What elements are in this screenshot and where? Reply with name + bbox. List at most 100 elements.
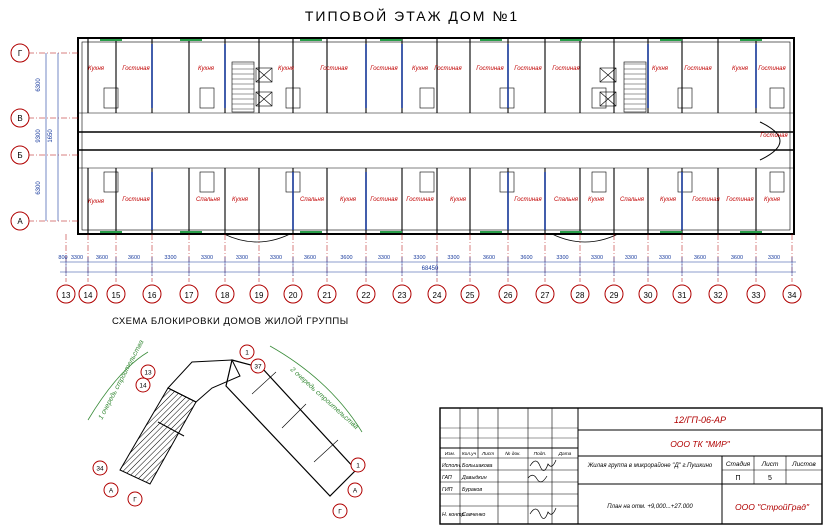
blocking-scheme: 1 очередь строительства 2 очередь строит…: [87, 339, 363, 497]
scheme-marker: [332, 503, 348, 519]
building-walls: [77, 37, 795, 243]
stamp-stage-head: Стадия: [726, 460, 751, 468]
room-label: Гостиная: [370, 197, 398, 203]
room-label: Спальня: [196, 197, 221, 203]
axis-label-col: 13: [62, 291, 71, 300]
bottom-dim-label: 3600: [128, 255, 140, 261]
stamp-header: Лист: [481, 451, 494, 457]
scheme-marker: [127, 491, 143, 507]
room-label: Гостиная: [320, 66, 348, 72]
axis-bubble-col: [356, 284, 376, 304]
bottom-dim-label: 3300: [201, 255, 213, 261]
bathroom-box: [677, 87, 693, 109]
stamp-org-top: ООО ТК "МИР": [670, 439, 731, 449]
scheme-marker: [350, 457, 366, 473]
axis-bubble-col: [392, 284, 412, 304]
room-label: Гостиная: [726, 197, 754, 203]
scheme-marker-label: Г: [338, 509, 342, 516]
axis-label-col: 22: [362, 291, 371, 300]
room-label: Гостиная: [370, 66, 398, 72]
room-label: Гостиная: [514, 66, 542, 72]
right-wing: [225, 359, 357, 497]
axis-bubble-col: [672, 284, 692, 304]
scheme-marker-label: А: [109, 488, 114, 495]
room-label: Спальня: [300, 197, 325, 203]
scheme-marker: [92, 460, 108, 476]
room-label: Гостиная: [406, 197, 434, 203]
bathroom-box: [769, 171, 785, 193]
stamp-sheet-head: Лист: [761, 461, 779, 468]
bathroom-box: [103, 87, 119, 109]
scheme-marker-label: Г: [133, 497, 137, 504]
axis-bubble-col: [746, 284, 766, 304]
bathroom-box: [677, 171, 693, 193]
bathroom-box: [419, 171, 435, 193]
stamp-header: Изм.: [445, 451, 455, 457]
scheme-marker-label: 37: [254, 364, 262, 371]
room-label: Гостиная: [122, 197, 150, 203]
scheme-marker-label: А: [353, 488, 358, 495]
signatures: [527, 459, 557, 519]
scheme-marker-label: 1: [356, 463, 360, 470]
room-label: Кухня: [732, 66, 749, 72]
axis-label-row: Б: [17, 151, 22, 160]
stamp-sheets-head: Листов: [791, 461, 816, 468]
axis-bubble-col: [78, 284, 98, 304]
scheme-marker: [103, 482, 119, 498]
room-label: Кухня: [232, 197, 249, 203]
stamp-sheet-no: 5: [768, 475, 772, 482]
stamp-name: Бураков: [462, 487, 482, 493]
axis-label-col: 31: [678, 291, 687, 300]
stamp-org-bottom: ООО "СтройГрад": [735, 502, 810, 512]
axis-bubble-row: [10, 108, 30, 128]
room-label: Гостиная: [692, 197, 720, 203]
axis-label-col: 29: [610, 291, 619, 300]
scheme-marker-label: 13: [144, 370, 152, 377]
axis-label-col: 33: [752, 291, 761, 300]
stamp-role: ГАП: [442, 475, 452, 481]
bathroom-box: [103, 171, 119, 193]
bottom-dim-label: 3300: [236, 255, 248, 261]
axis-label-col: 16: [148, 291, 157, 300]
axis-label-row: В: [17, 114, 22, 123]
stamp-role: Исполн.: [442, 463, 462, 469]
bathroom-box: [499, 87, 515, 109]
bottom-dim-label: 3300: [556, 255, 568, 261]
axis-bubble-col: [56, 284, 76, 304]
vertical-dim-label: 6300: [36, 78, 42, 92]
axis-label-col: 14: [84, 291, 93, 300]
bottom-dim-label: 3300: [413, 255, 425, 261]
room-label: Гостиная: [122, 66, 150, 72]
room-label: Спальня: [554, 197, 579, 203]
bottom-dim-label: 3300: [71, 255, 83, 261]
bottom-dim-label: 3300: [447, 255, 459, 261]
axis-bubble-row: [10, 211, 30, 231]
scheme-marker: [135, 377, 151, 393]
room-label: Кухня: [450, 197, 467, 203]
upper-wing: [167, 359, 241, 403]
axis-label-col: 20: [289, 291, 298, 300]
bathroom-box: [199, 87, 215, 109]
bottom-dim-label: 3300: [659, 255, 671, 261]
bottom-dim-label: 3300: [378, 255, 390, 261]
scheme-marker: [239, 344, 255, 360]
axis-label-col: 26: [504, 291, 513, 300]
room-label: Гостиная: [552, 66, 580, 72]
stamp-role: ГИП: [442, 487, 453, 493]
room-label: Гостиная: [760, 133, 788, 139]
axis-bubble-col: [106, 284, 126, 304]
stamp-header: Кол.уч: [462, 451, 477, 457]
drawing-title: ТИПОВОЙ ЭТАЖ ДОМ №1: [304, 8, 520, 24]
room-label: Гостиная: [684, 66, 712, 72]
title-block: [439, 407, 823, 525]
bottom-dim-label: 3600: [694, 255, 706, 261]
bathroom-box: [199, 171, 215, 193]
vertical-dim-label: 6300: [36, 181, 42, 195]
blue-elements: [100, 39, 762, 233]
bottom-dim-label: 3300: [591, 255, 603, 261]
room-label: Кухня: [412, 66, 429, 72]
scheme-marker: [250, 358, 266, 374]
